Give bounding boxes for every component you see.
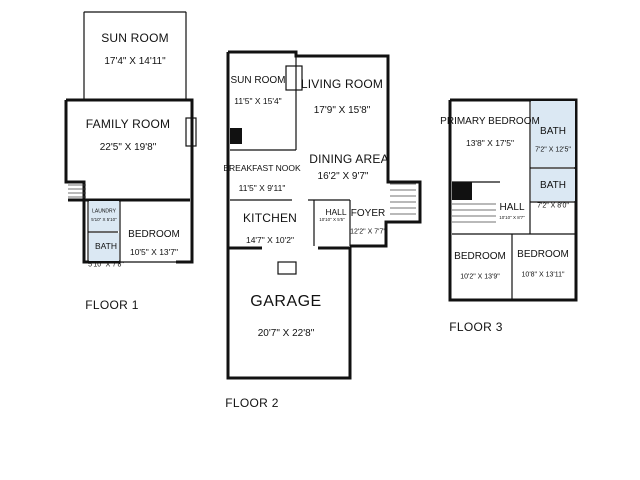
floor1-fireplace <box>185 117 197 147</box>
floor3-outer-wall <box>448 98 578 302</box>
floor2-garage-dims: 20'7" X 22'8" <box>257 328 315 339</box>
floor2-kitchen-dims: 14'7" X 10'2" <box>245 234 295 245</box>
floor1-outer-wall <box>66 98 194 264</box>
floor1-laundry-dims: 5'10" X 5'10" <box>91 216 117 222</box>
floor1-label: FLOOR 1 <box>85 298 139 312</box>
floor3-bedroom1-dims: 10'2" X 13'9" <box>460 273 500 281</box>
floor1-bedroom-dims: 10'5" X 13'7" <box>129 246 179 257</box>
floor2-foyer-name: FOYER <box>350 208 386 219</box>
floor2-breakfastnook-name: BREAKFAST NOOK <box>223 162 301 173</box>
floor1-sunroom-dims: 17'4" X 14'11" <box>104 56 166 67</box>
floor3-bath1-name: BATH <box>540 126 566 137</box>
floor3-chimney <box>452 182 472 200</box>
floor2-garage-name: GARAGE <box>250 293 322 310</box>
floor1-laundry-fill <box>89 201 119 231</box>
floor2-sunroom-name: SUN ROOM <box>230 75 286 86</box>
floor-3-walls <box>448 98 578 302</box>
floor1-bath-fill <box>89 233 119 261</box>
floor2-outer-wall <box>226 52 352 380</box>
floor2-hall-name: HALL <box>325 206 347 217</box>
floor1-stairs <box>68 184 86 198</box>
floor3-primarybedroom-name: PRIMARY BEDROOM <box>440 116 540 127</box>
floor3-primarybedroom-dims: 13'8" X 17'5" <box>465 137 515 148</box>
floor2-diningarea-name: DINING AREA <box>309 152 389 166</box>
floor2-livingroom-dims: 17'9" X 15'8" <box>313 105 371 116</box>
floor3-bath2-fill <box>531 169 575 201</box>
floor3-bath1-fill <box>531 101 575 167</box>
floor3-bath2-dims: 7'2" X 8'0" <box>537 202 569 210</box>
floor1-laundry-name: LAUNDRY <box>92 208 116 215</box>
floor3-hall-dims: 10'10" X 8'7" <box>499 214 525 220</box>
floor2-label: FLOOR 2 <box>225 396 279 410</box>
floor-1-walls <box>64 11 197 264</box>
floor2-garage-step <box>277 261 297 275</box>
floor3-hall-name: HALL <box>499 202 525 213</box>
floor1-familyroom-dims: 22'5" X 19'8" <box>99 142 157 153</box>
floor2-fireplace <box>285 65 303 91</box>
floor1-bath-name: BATH <box>94 240 118 251</box>
floor2-livingroom-name: LIVING ROOM <box>300 77 384 91</box>
floor1-sunroom-name: SUN ROOM <box>101 31 169 45</box>
floor2-diningarea-dims: 16'2" X 9'7" <box>317 171 369 182</box>
floor2-foyer-dims: 12'2" X 7'7" <box>350 228 386 236</box>
floor3-bedroom2-dims: 10'8" X 13'11" <box>521 271 565 279</box>
floor3-bath2-name: BATH <box>540 180 566 191</box>
floor1-bedroom-name: BEDROOM <box>128 229 180 240</box>
floor3-bedroom2-name: BEDROOM <box>517 249 569 260</box>
floor2-kitchen-name: KITCHEN <box>242 211 298 225</box>
floor1-familyroom-name: FAMILY ROOM <box>85 117 171 131</box>
floor3-stairs <box>452 203 496 223</box>
floor3-bath1-dims: 7'2" X 12'5" <box>535 146 571 154</box>
floor3-bedroom1-name: BEDROOM <box>454 251 506 262</box>
floor2-chimney <box>230 128 242 144</box>
floor2-hall-dims: 10'10" X 5'5" <box>319 216 345 222</box>
floor1-bath-dims: 5'10" X 7'8" <box>88 261 124 269</box>
floor2-stairs <box>390 183 416 215</box>
floor-2-walls <box>226 50 422 380</box>
floor3-label: FLOOR 3 <box>449 320 503 334</box>
floor2-sunroom-dims: 11'5" X 15'4" <box>234 95 282 106</box>
floor2-breakfastnook-dims: 11'5" X 9'11" <box>238 182 286 193</box>
